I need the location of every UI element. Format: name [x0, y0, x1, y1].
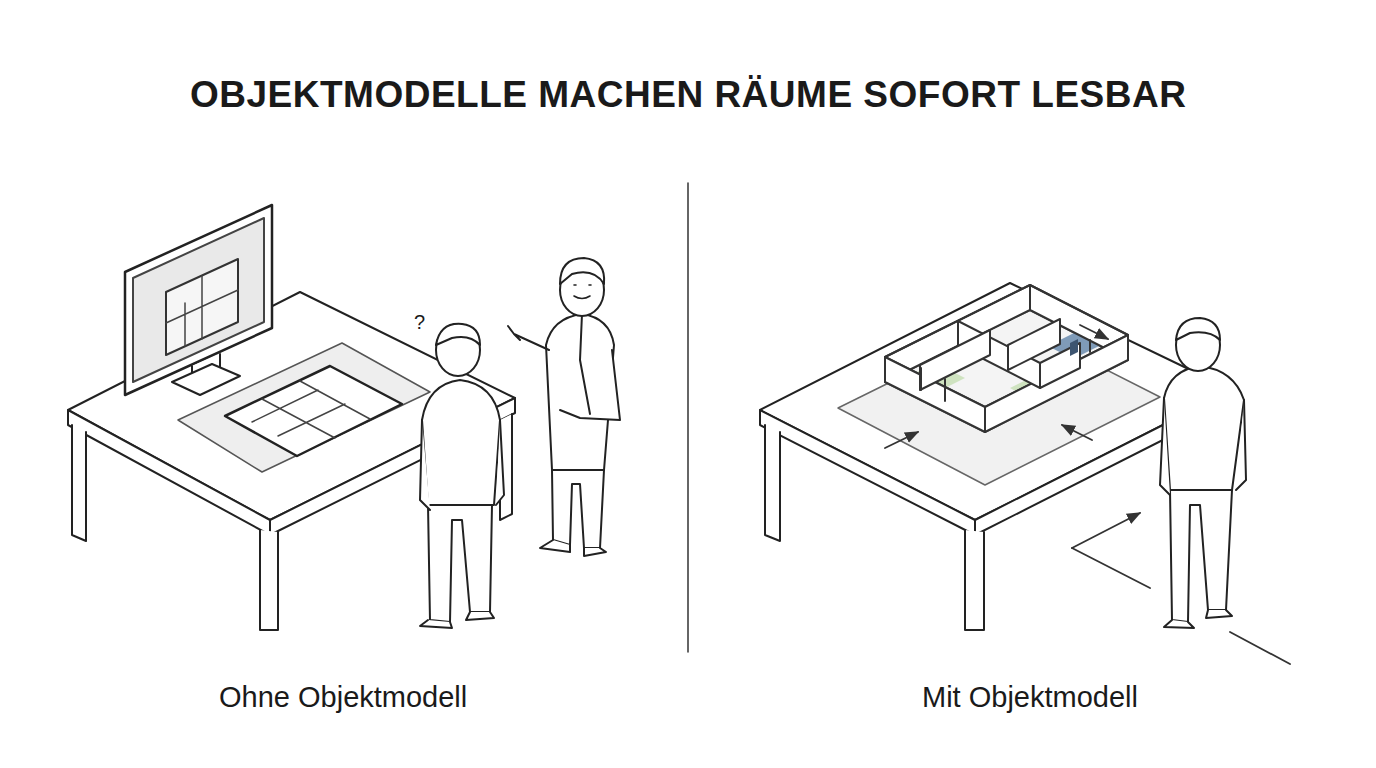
- panel-caption: Mit Objektmodell: [922, 681, 1138, 714]
- diagram-title: OBJEKTMODELLE MACHEN RÄUME SOFORT LESBAR: [190, 74, 1186, 116]
- viewing-person: [1160, 318, 1246, 628]
- panel-caption: Ohne Objektmodell: [219, 681, 467, 714]
- object-model: [885, 285, 1128, 432]
- view-arrows: [885, 325, 1290, 664]
- monitor: [125, 205, 272, 395]
- model-base: [838, 322, 1160, 485]
- floor-plan-paper: [178, 343, 430, 472]
- divider-line: [687, 183, 689, 652]
- confused-person: [420, 324, 504, 628]
- explaining-person: [508, 258, 620, 556]
- question-mark: ?: [414, 311, 425, 334]
